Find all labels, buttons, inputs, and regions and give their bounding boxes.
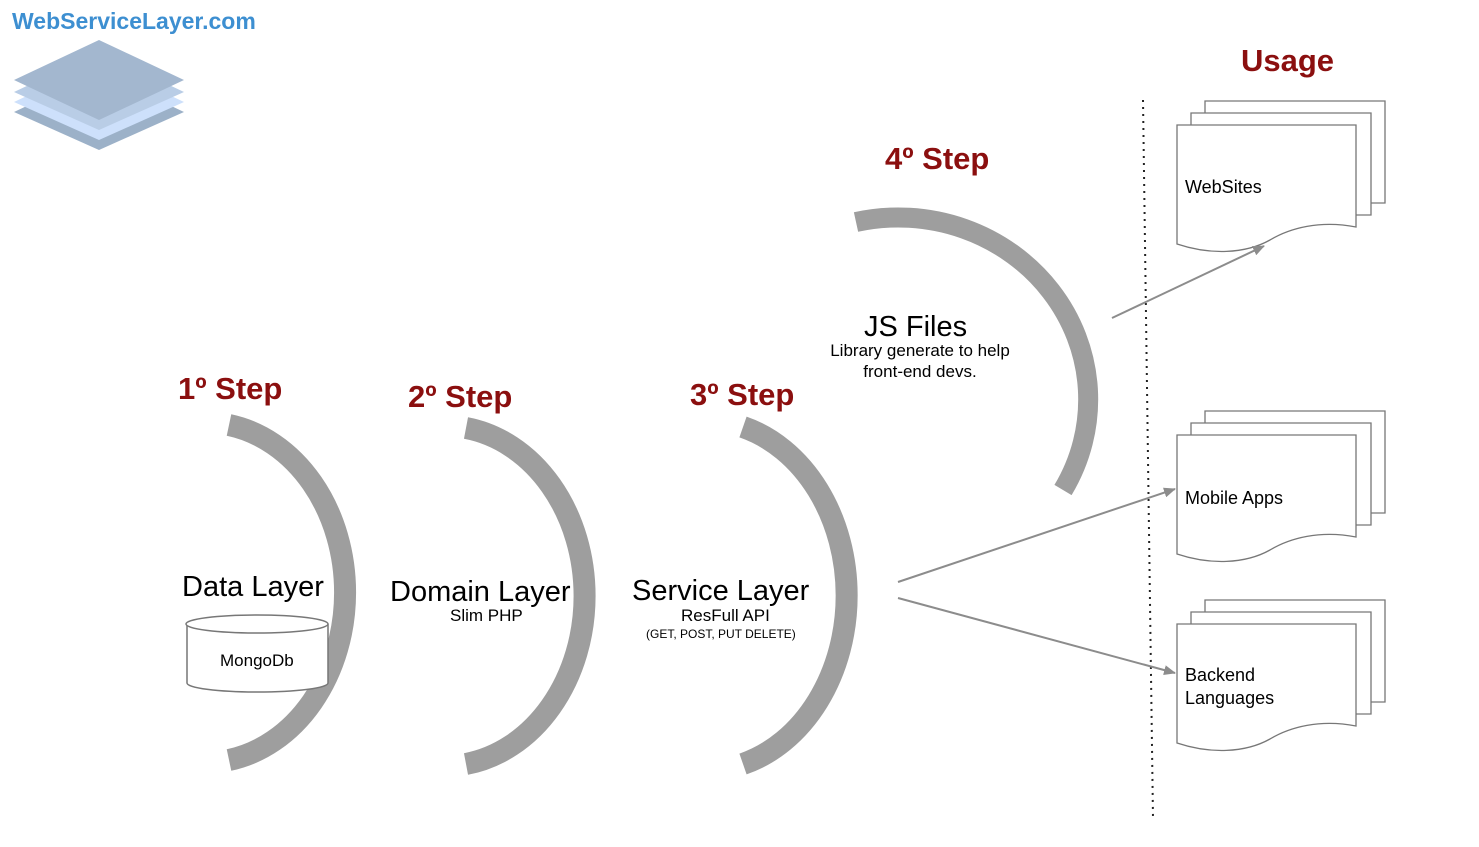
database-cylinder-icon xyxy=(185,614,329,693)
step-3-heading: 3º Step xyxy=(690,377,795,412)
step-1-heading: 1º Step xyxy=(178,371,283,406)
mobile-apps-document-stack xyxy=(1176,410,1386,563)
usage-item-websites: WebSites xyxy=(1185,177,1262,197)
arrow-to-backend-languages xyxy=(897,597,1176,675)
stacked-layers-icon xyxy=(14,40,184,150)
js-files-title: JS Files xyxy=(864,311,968,343)
arrow-to-mobile-apps xyxy=(897,487,1176,583)
backend-languages-document-stack xyxy=(1176,599,1386,752)
js-files-subtitle: Library generate to help front-end devs. xyxy=(830,341,1010,381)
service-layer-title: Service Layer xyxy=(632,575,810,607)
usage-item-mobile-apps: Mobile Apps xyxy=(1185,488,1284,508)
domain-layer-title: Domain Layer xyxy=(390,576,571,608)
step-4-heading: 4º Step xyxy=(885,141,990,176)
data-layer-title: Data Layer xyxy=(182,571,324,603)
websites-document-stack xyxy=(1176,100,1386,253)
service-layer-arc xyxy=(739,416,858,775)
arrow-to-websites xyxy=(1111,245,1265,319)
service-layer-subtitle: ResFull API xyxy=(681,606,770,625)
usage-separator xyxy=(1142,99,1154,819)
usage-item-backend-languages: Backend Languages xyxy=(1185,665,1275,708)
service-layer-methods: (GET, POST, PUT DELETE) xyxy=(646,627,796,641)
domain-layer-subtitle: Slim PHP xyxy=(450,606,523,625)
data-layer-arc xyxy=(226,414,357,771)
domain-layer-arc xyxy=(463,417,596,775)
js-files-arc xyxy=(853,207,1099,496)
brand-title[interactable]: WebServiceLayer.com xyxy=(12,8,256,34)
step-2-heading: 2º Step xyxy=(408,379,513,414)
mongodb-label: MongoDb xyxy=(220,651,294,670)
usage-title: Usage xyxy=(1241,43,1335,78)
